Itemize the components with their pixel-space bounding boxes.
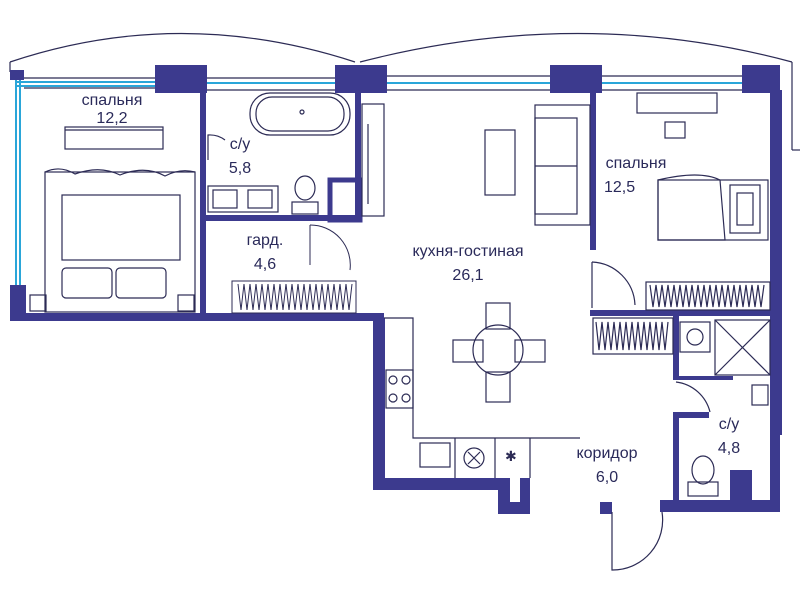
room-area: 5,8: [228, 160, 252, 177]
room-name: гард.: [246, 232, 284, 249]
room-label-wardrobe: гард. 4,6: [230, 232, 300, 274]
room-name: с/у: [229, 136, 251, 153]
bed-icon: [657, 174, 769, 241]
dining-table-icon: [452, 302, 546, 403]
svg-text:✱: ✱: [505, 448, 517, 464]
toilet-icon: [291, 175, 319, 215]
stove-icon: [385, 369, 414, 409]
wardrobe-icon: [231, 224, 357, 314]
balcony-arc-left: [9, 32, 356, 63]
room-area: 6,0: [595, 469, 619, 486]
room-name: спальня: [81, 92, 143, 109]
room-label-corridor: коридор 6,0: [562, 445, 652, 487]
room-area: 4,8: [717, 440, 741, 457]
windows: [15, 80, 742, 285]
bed-icon: [29, 168, 196, 313]
room-label-bath-bottom: с/у 4,8: [704, 416, 754, 458]
room-name: спальня: [605, 155, 667, 172]
bathtub-icon: [249, 92, 351, 136]
bedroom-shelf: [64, 126, 164, 150]
sink-icon: [207, 185, 279, 213]
room-area: 12,2: [96, 110, 128, 127]
room-label-bath-top: с/у 5,8: [215, 136, 265, 178]
room-label-bedroom-right: спальня 12,5: [596, 155, 676, 197]
coffee-table: [484, 129, 516, 196]
room-area: 4,6: [253, 256, 277, 273]
toilet-icon: [687, 455, 719, 497]
walls: [10, 65, 782, 514]
shower-icon: [714, 319, 771, 376]
room-name: кухня-гостиная: [412, 243, 524, 260]
room-area: 12,5: [604, 179, 636, 196]
room-label-kitchen-living: кухня-гостиная 26,1: [388, 243, 548, 285]
room-label-bedroom-left: спальня 12,2: [62, 92, 162, 128]
balcony-arc-right: [359, 32, 793, 63]
room-name: коридор: [576, 445, 638, 462]
room-name: с/у: [718, 416, 740, 433]
sofa-icon: [534, 104, 591, 226]
room-area: 26,1: [452, 267, 484, 284]
desk-icon: [636, 92, 718, 114]
